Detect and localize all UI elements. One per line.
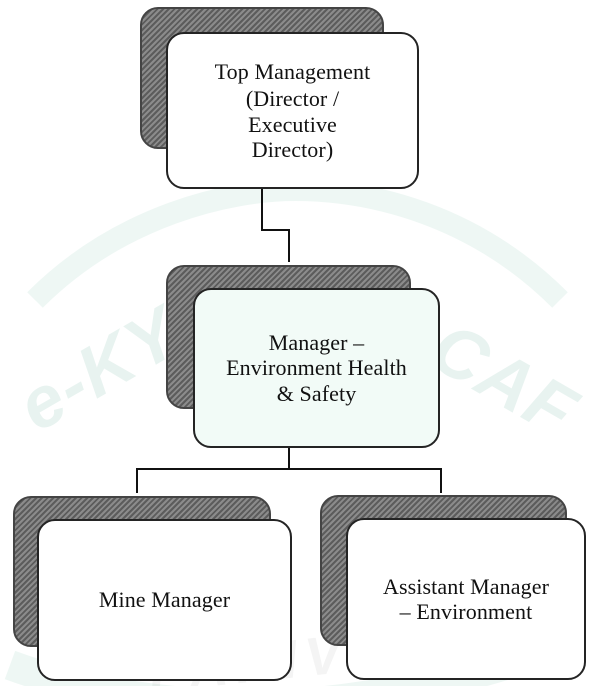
connector-bus [136, 468, 442, 470]
top-node-line-2: (Director / [245, 86, 340, 112]
top-management-label-group: Top Management (Director / Executive Dir… [215, 59, 371, 162]
left-node-line-1: Mine Manager [98, 587, 231, 613]
top-node-line-3: Executive [248, 111, 337, 137]
top-management-node: Top Management (Director / Executive Dir… [166, 32, 419, 189]
right-node-line-2: – Environment [399, 599, 533, 624]
middle-node-line-3: & Safety [276, 380, 357, 406]
connector-left-drop [136, 468, 138, 493]
connector-top-down-1 [261, 188, 263, 231]
manager-ehs-node: Manager – Environment Health & Safety [193, 288, 440, 448]
right-node-line-1: Assistant Manager [382, 573, 550, 599]
mine-manager-label-group: Mine Manager [99, 587, 230, 612]
manager-ehs-label-group: Manager – Environment Health & Safety [226, 330, 407, 406]
middle-node-line-1: Manager – [268, 330, 365, 356]
connector-right-drop [440, 468, 442, 493]
watermark-right-text: CAF [417, 306, 589, 454]
connector-top-jog [261, 229, 290, 231]
top-node-line-4: Director) [251, 136, 334, 162]
connector-mid-down [288, 447, 290, 469]
top-node-line-1: Top Management [214, 58, 371, 84]
mine-manager-node: Mine Manager [37, 519, 292, 681]
middle-node-line-2: Environment Health [226, 355, 407, 381]
connector-top-down-2 [288, 229, 290, 262]
assistant-manager-environment-label-group: Assistant Manager – Environment [383, 574, 549, 625]
assistant-manager-environment-node: Assistant Manager – Environment [346, 518, 586, 680]
